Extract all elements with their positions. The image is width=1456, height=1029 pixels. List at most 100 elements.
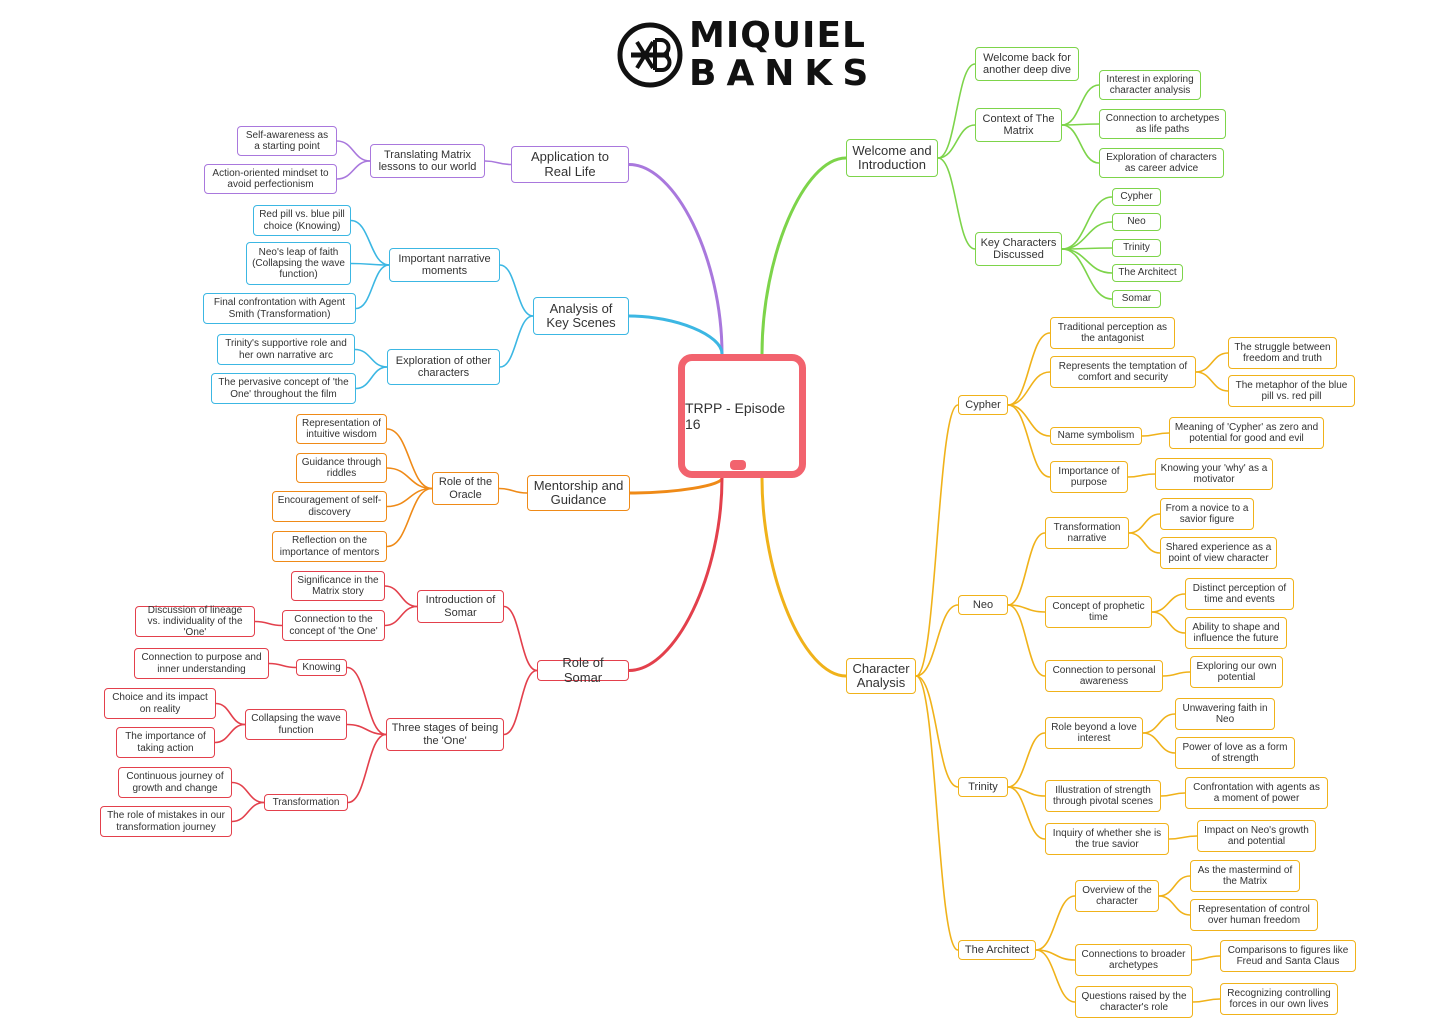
topic-interest-in-exploring-character-analysis[interactable]: Interest in exploring character analysis (1099, 70, 1201, 100)
topic-label: Name symbolism (1057, 430, 1135, 442)
topic-label: Neo's leap of faith (Collapsing the wave… (252, 246, 345, 281)
topic-label: The role of mistakes in our transformati… (107, 810, 225, 833)
topic-neo-s-leap-of-faith-collapsing-the-wave-[interactable]: Neo's leap of faith (Collapsing the wave… (246, 242, 351, 285)
topic-name-symbolism[interactable]: Name symbolism (1050, 427, 1142, 445)
topic-continuous-journey-of-growth-and-change[interactable]: Continuous journey of growth and change (118, 767, 232, 798)
connector-line (254, 620, 283, 627)
central-topic[interactable]: TRPP - Episode 16 (678, 354, 806, 478)
topic-ability-to-shape-and-influence-the-futur[interactable]: Ability to shape and influence the futur… (1185, 617, 1287, 649)
topic-label: Analysis of Key Scenes (546, 300, 616, 330)
topic-overview-of-the-character[interactable]: Overview of the character (1075, 880, 1159, 912)
connector-line (1007, 732, 1046, 788)
topic-unwavering-faith-in-neo[interactable]: Unwavering faith in Neo (1175, 698, 1275, 730)
topic-label: Concept of prophetic time (1052, 600, 1145, 623)
topic-connection-to-the-concept-of-the-one[interactable]: Connection to the concept of 'the One' (282, 610, 385, 641)
topic-connection-to-personal-awareness[interactable]: Connection to personal awareness (1045, 660, 1163, 692)
topic-label: Application to Real Life (530, 149, 610, 179)
topic-questions-raised-by-the-character-s-role[interactable]: Questions raised by the character's role (1075, 986, 1193, 1018)
topic-label: Unwavering faith in Neo (1182, 702, 1268, 725)
topic-exploring-our-own-potential[interactable]: Exploring our own potential (1190, 656, 1283, 688)
topic-transformation-narrative[interactable]: Transformation narrative (1045, 517, 1129, 549)
topic-shared-experience-as-a-point-of-view-cha[interactable]: Shared experience as a point of view cha… (1160, 537, 1277, 569)
topic-label: Final confrontation with Agent Smith (Tr… (213, 297, 346, 320)
topic-significance-in-the-matrix-story[interactable]: Significance in the Matrix story (291, 571, 385, 601)
topic-trinity-s-supportive-role-and-her-own-na[interactable]: Trinity's supportive role and her own na… (217, 334, 355, 365)
topic-label: The importance of taking action (125, 731, 206, 754)
topic-choice-and-its-impact-on-reality[interactable]: Choice and its impact on reality (104, 688, 216, 719)
topic-connection-to-archetypes-as-life-paths[interactable]: Connection to archetypes as life paths (1099, 109, 1226, 139)
topic-three-stages-of-being-the-one[interactable]: Three stages of being the 'One' (386, 718, 504, 751)
topic-knowing[interactable]: Knowing (296, 659, 347, 676)
topic-traditional-perception-as-the-antagonist[interactable]: Traditional perception as the antagonist (1050, 317, 1175, 349)
topic-comparisons-to-figures-like-freud-and-sa[interactable]: Comparisons to figures like Freud and Sa… (1220, 940, 1356, 972)
topic-knowing-your-why-as-a-motivator[interactable]: Knowing your 'why' as a motivator (1155, 458, 1273, 490)
branch-welcome-and-introduction[interactable]: Welcome and Introduction (846, 139, 938, 177)
topic-the-struggle-between-freedom-and-truth[interactable]: The struggle between freedom and truth (1228, 337, 1337, 369)
topic-label: Knowing your 'why' as a motivator (1160, 462, 1268, 485)
topic-importance-of-purpose[interactable]: Importance of purpose (1050, 461, 1128, 493)
topic-role-of-the-oracle[interactable]: Role of the Oracle (432, 472, 499, 505)
topic-introduction-of-somar[interactable]: Introduction of Somar (417, 590, 504, 623)
topic-action-oriented-mindset-to-avoid-perfect[interactable]: Action-oriented mindset to avoid perfect… (204, 164, 337, 194)
topic-context-of-the-matrix[interactable]: Context of The Matrix (975, 108, 1062, 142)
topic-final-confrontation-with-agent-smith-tra[interactable]: Final confrontation with Agent Smith (Tr… (203, 293, 356, 324)
topic-recognizing-controlling-forces-in-our-ow[interactable]: Recognizing controlling forces in our ow… (1220, 983, 1338, 1015)
topic-the-role-of-mistakes-in-our-transformati[interactable]: The role of mistakes in our transformati… (100, 806, 232, 837)
topic-connection-to-purpose-and-inner-understa[interactable]: Connection to purpose and inner understa… (134, 648, 269, 679)
topic-guidance-through-riddles[interactable]: Guidance through riddles (296, 453, 387, 483)
branch-mentorship-and-guidance[interactable]: Mentorship and Guidance (527, 475, 630, 511)
branch-application-to-real-life[interactable]: Application to Real Life (511, 146, 629, 183)
topic-important-narrative-moments[interactable]: Important narrative moments (389, 248, 500, 282)
topic-power-of-love-as-a-form-of-strength[interactable]: Power of love as a form of strength (1175, 737, 1295, 769)
topic-neo[interactable]: Neo (1112, 213, 1161, 231)
connector-line (355, 366, 388, 390)
topic-label: Connection to the concept of 'the One' (289, 614, 378, 637)
topic-confrontation-with-agents-as-a-moment-of[interactable]: Confrontation with agents as a moment of… (1185, 777, 1328, 809)
topic-cypher[interactable]: Cypher (1112, 188, 1161, 206)
topic-representation-of-intuitive-wisdom[interactable]: Representation of intuitive wisdom (296, 414, 387, 444)
topic-trinity[interactable]: Trinity (1112, 239, 1161, 257)
topic-concept-of-prophetic-time[interactable]: Concept of prophetic time (1045, 596, 1152, 628)
topic-trinity[interactable]: Trinity (958, 777, 1008, 797)
topic-meaning-of-cypher-as-zero-and-potential-[interactable]: Meaning of 'Cypher' as zero and potentia… (1169, 417, 1324, 449)
topic-the-architect[interactable]: The Architect (958, 940, 1036, 960)
topic-representation-of-control-over-human-fre[interactable]: Representation of control over human fre… (1190, 899, 1318, 931)
topic-encouragement-of-self-discovery[interactable]: Encouragement of self-discovery (272, 491, 387, 522)
topic-impact-on-neo-s-growth-and-potential[interactable]: Impact on Neo's growth and potential (1197, 820, 1316, 852)
topic-collapsing-the-wave-function[interactable]: Collapsing the wave function (245, 709, 347, 740)
topic-connections-to-broader-archetypes[interactable]: Connections to broader archetypes (1075, 944, 1192, 976)
topic-cypher[interactable]: Cypher (958, 395, 1008, 415)
topic-red-pill-vs-blue-pill-choice-knowing[interactable]: Red pill vs. blue pill choice (Knowing) (253, 205, 351, 236)
connector-line (386, 487, 433, 508)
topic-translating-matrix-lessons-to-our-world[interactable]: Translating Matrix lessons to our world (370, 144, 485, 178)
branch-analysis-of-key-scenes[interactable]: Analysis of Key Scenes (533, 297, 629, 335)
topic-inquiry-of-whether-she-is-the-true-savio[interactable]: Inquiry of whether she is the true savio… (1045, 823, 1169, 855)
topic-reflection-on-the-importance-of-mentors[interactable]: Reflection on the importance of mentors (272, 531, 387, 562)
topic-from-a-novice-to-a-savior-figure[interactable]: From a novice to a savior figure (1160, 498, 1254, 530)
topic-neo[interactable]: Neo (958, 595, 1008, 615)
branch-character-analysis[interactable]: Character Analysis (846, 658, 916, 694)
topic-exploration-of-other-characters[interactable]: Exploration of other characters (387, 349, 500, 385)
topic-distinct-perception-of-time-and-events[interactable]: Distinct perception of time and events (1185, 578, 1294, 610)
topic-label: Three stages of being the 'One' (391, 722, 499, 747)
topic-welcome-back-for-another-deep-dive[interactable]: Welcome back for another deep dive (975, 47, 1079, 81)
topic-key-characters-discussed[interactable]: Key Characters Discussed (975, 232, 1062, 266)
topic-as-the-mastermind-of-the-matrix[interactable]: As the mastermind of the Matrix (1190, 860, 1300, 892)
topic-exploration-of-characters-as-career-advi[interactable]: Exploration of characters as career advi… (1099, 148, 1224, 178)
topic-label: Questions raised by the character's role (1081, 990, 1187, 1013)
topic-the-architect[interactable]: The Architect (1112, 264, 1183, 282)
topic-the-importance-of-taking-action[interactable]: The importance of taking action (116, 727, 215, 758)
branch-role-of-somar[interactable]: Role of Somar (537, 656, 629, 684)
topic-transformation[interactable]: Transformation (264, 794, 348, 811)
topic-represents-the-temptation-of-comfort-and[interactable]: Represents the temptation of comfort and… (1050, 356, 1196, 388)
connector-line (1151, 611, 1186, 634)
topic-discussion-of-lineage-vs-individuality-o[interactable]: Discussion of lineage vs. individuality … (135, 605, 255, 638)
connector-line (1007, 404, 1051, 437)
topic-the-metaphor-of-the-blue-pill-vs-red-pil[interactable]: The metaphor of the blue pill vs. red pi… (1228, 375, 1355, 407)
topic-somar[interactable]: Somar (1112, 290, 1161, 308)
topic-the-pervasive-concept-of-the-one-through[interactable]: The pervasive concept of 'the One' throu… (211, 373, 356, 404)
connector-line (915, 604, 959, 677)
topic-role-beyond-a-love-interest[interactable]: Role beyond a love interest (1045, 717, 1143, 749)
topic-self-awareness-as-a-starting-point[interactable]: Self-awareness as a starting point (237, 126, 337, 156)
topic-illustration-of-strength-through-pivotal[interactable]: Illustration of strength through pivotal… (1045, 780, 1161, 812)
